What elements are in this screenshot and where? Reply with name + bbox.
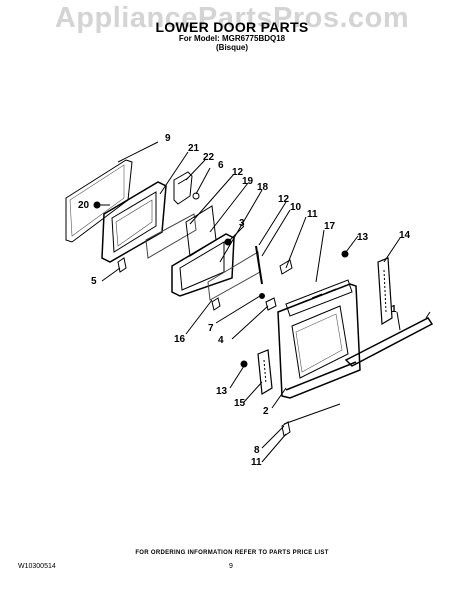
outer-glass-inner-edge <box>69 164 125 237</box>
leader-line <box>215 295 261 324</box>
leader-line <box>345 235 359 253</box>
clip <box>117 257 127 273</box>
leader-line <box>261 425 285 449</box>
model-line: For Model: MGR6775BDQ18 <box>178 34 286 43</box>
callout-4: 4 <box>218 335 224 346</box>
hinge-bracket <box>265 297 277 311</box>
leader-line <box>285 216 307 269</box>
vent-slot <box>297 299 309 305</box>
door-handle-end <box>425 311 431 319</box>
callout-11: 11 <box>307 209 318 220</box>
leader-line <box>117 141 159 163</box>
end-cap-detail <box>263 359 267 385</box>
callout-1: 1 <box>391 304 397 315</box>
leader-line <box>231 305 269 340</box>
callout-7: 7 <box>208 323 214 334</box>
callout-21: 21 <box>188 143 200 154</box>
callout-22: 22 <box>203 152 215 163</box>
door-end-cap <box>257 349 273 396</box>
outer-glass-panel <box>65 159 133 243</box>
callout-12: 12 <box>232 167 244 178</box>
callout-15: 15 <box>234 398 246 409</box>
leader-line <box>159 151 189 195</box>
ordering-note: FOR ORDERING INFORMATION REFER TO PARTS … <box>135 550 329 556</box>
leader-line <box>229 365 245 389</box>
screw <box>240 360 248 368</box>
callout-8: 8 <box>254 445 260 456</box>
clip <box>279 259 293 275</box>
clip <box>211 297 221 311</box>
outer-door-window-inner <box>295 313 343 373</box>
callout-12: 12 <box>278 194 290 205</box>
screw <box>341 250 349 258</box>
callout-16: 16 <box>174 334 186 345</box>
callout-6: 6 <box>218 160 224 171</box>
vent-strip <box>285 279 353 317</box>
callout-18: 18 <box>257 182 269 193</box>
page-number: 9 <box>229 563 233 570</box>
callout-19: 19 <box>242 176 254 187</box>
callout-13: 13 <box>357 232 369 243</box>
screw <box>224 238 232 246</box>
spacer-rod <box>255 245 263 285</box>
callout-5: 5 <box>91 276 97 287</box>
leader-line <box>209 182 249 233</box>
inner-door-frame <box>101 181 167 263</box>
leader-line <box>195 167 211 195</box>
inner-door-frame-lip <box>115 199 153 247</box>
watermark: AppliancePartsPros.com <box>54 2 410 34</box>
vent-slot <box>325 288 337 294</box>
leader-line <box>258 201 287 246</box>
vent-slot <box>311 293 323 299</box>
door-bracket <box>173 171 193 205</box>
door-end-cap <box>377 257 393 326</box>
clip <box>281 421 291 437</box>
inner-door-frame-window <box>111 191 157 253</box>
door-trim <box>285 361 357 391</box>
leader-line <box>185 299 213 335</box>
leader-line <box>101 267 121 282</box>
callout-14: 14 <box>399 230 411 241</box>
color-line: (Bisque) <box>216 43 248 52</box>
callout-11: 11 <box>251 457 262 468</box>
leader-line <box>243 381 263 403</box>
leader-line <box>396 311 401 331</box>
leader-line <box>315 229 325 283</box>
wire <box>283 403 341 425</box>
callout-17: 17 <box>324 221 336 232</box>
leader-line <box>261 209 291 257</box>
leader-line <box>261 433 287 463</box>
callout-13: 13 <box>216 386 228 397</box>
document-id: W10300514 <box>18 563 56 570</box>
page-title: LOWER DOOR PARTS <box>155 19 309 35</box>
glass-pane <box>145 213 197 259</box>
leader-line <box>271 387 287 409</box>
outer-door-window <box>291 305 349 379</box>
leader-line <box>189 173 235 225</box>
screw <box>192 192 200 200</box>
window-pack <box>171 233 235 297</box>
screw <box>93 201 101 209</box>
outer-door-panel <box>277 283 361 399</box>
end-cap-detail <box>383 269 387 313</box>
leader-line <box>219 189 263 263</box>
door-bracket-detail <box>177 177 189 185</box>
callout-3: 3 <box>239 218 245 229</box>
callout-2: 2 <box>263 406 269 417</box>
callout-20: 20 <box>78 200 90 211</box>
callout-10: 10 <box>290 202 302 213</box>
callout-9: 9 <box>165 133 171 144</box>
screw <box>259 293 265 299</box>
leader-line <box>185 159 206 181</box>
